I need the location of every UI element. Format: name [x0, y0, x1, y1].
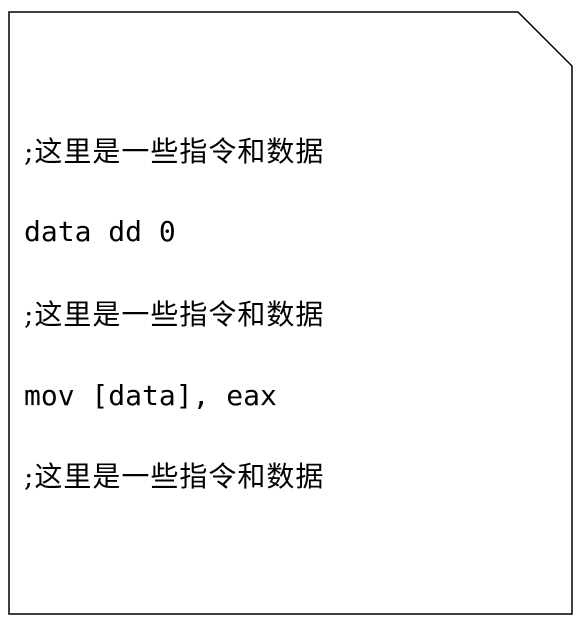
- mov-instruction-line: mov [data], eax: [24, 379, 277, 412]
- data-declaration-line: data dd 0: [24, 215, 176, 248]
- comment-line: ;这里是一些指令和数据: [24, 135, 325, 168]
- comment-line: ;这里是一些指令和数据: [24, 460, 325, 493]
- sheet-outline: [8, 11, 573, 615]
- comment-line: ;这里是一些指令和数据: [24, 298, 325, 331]
